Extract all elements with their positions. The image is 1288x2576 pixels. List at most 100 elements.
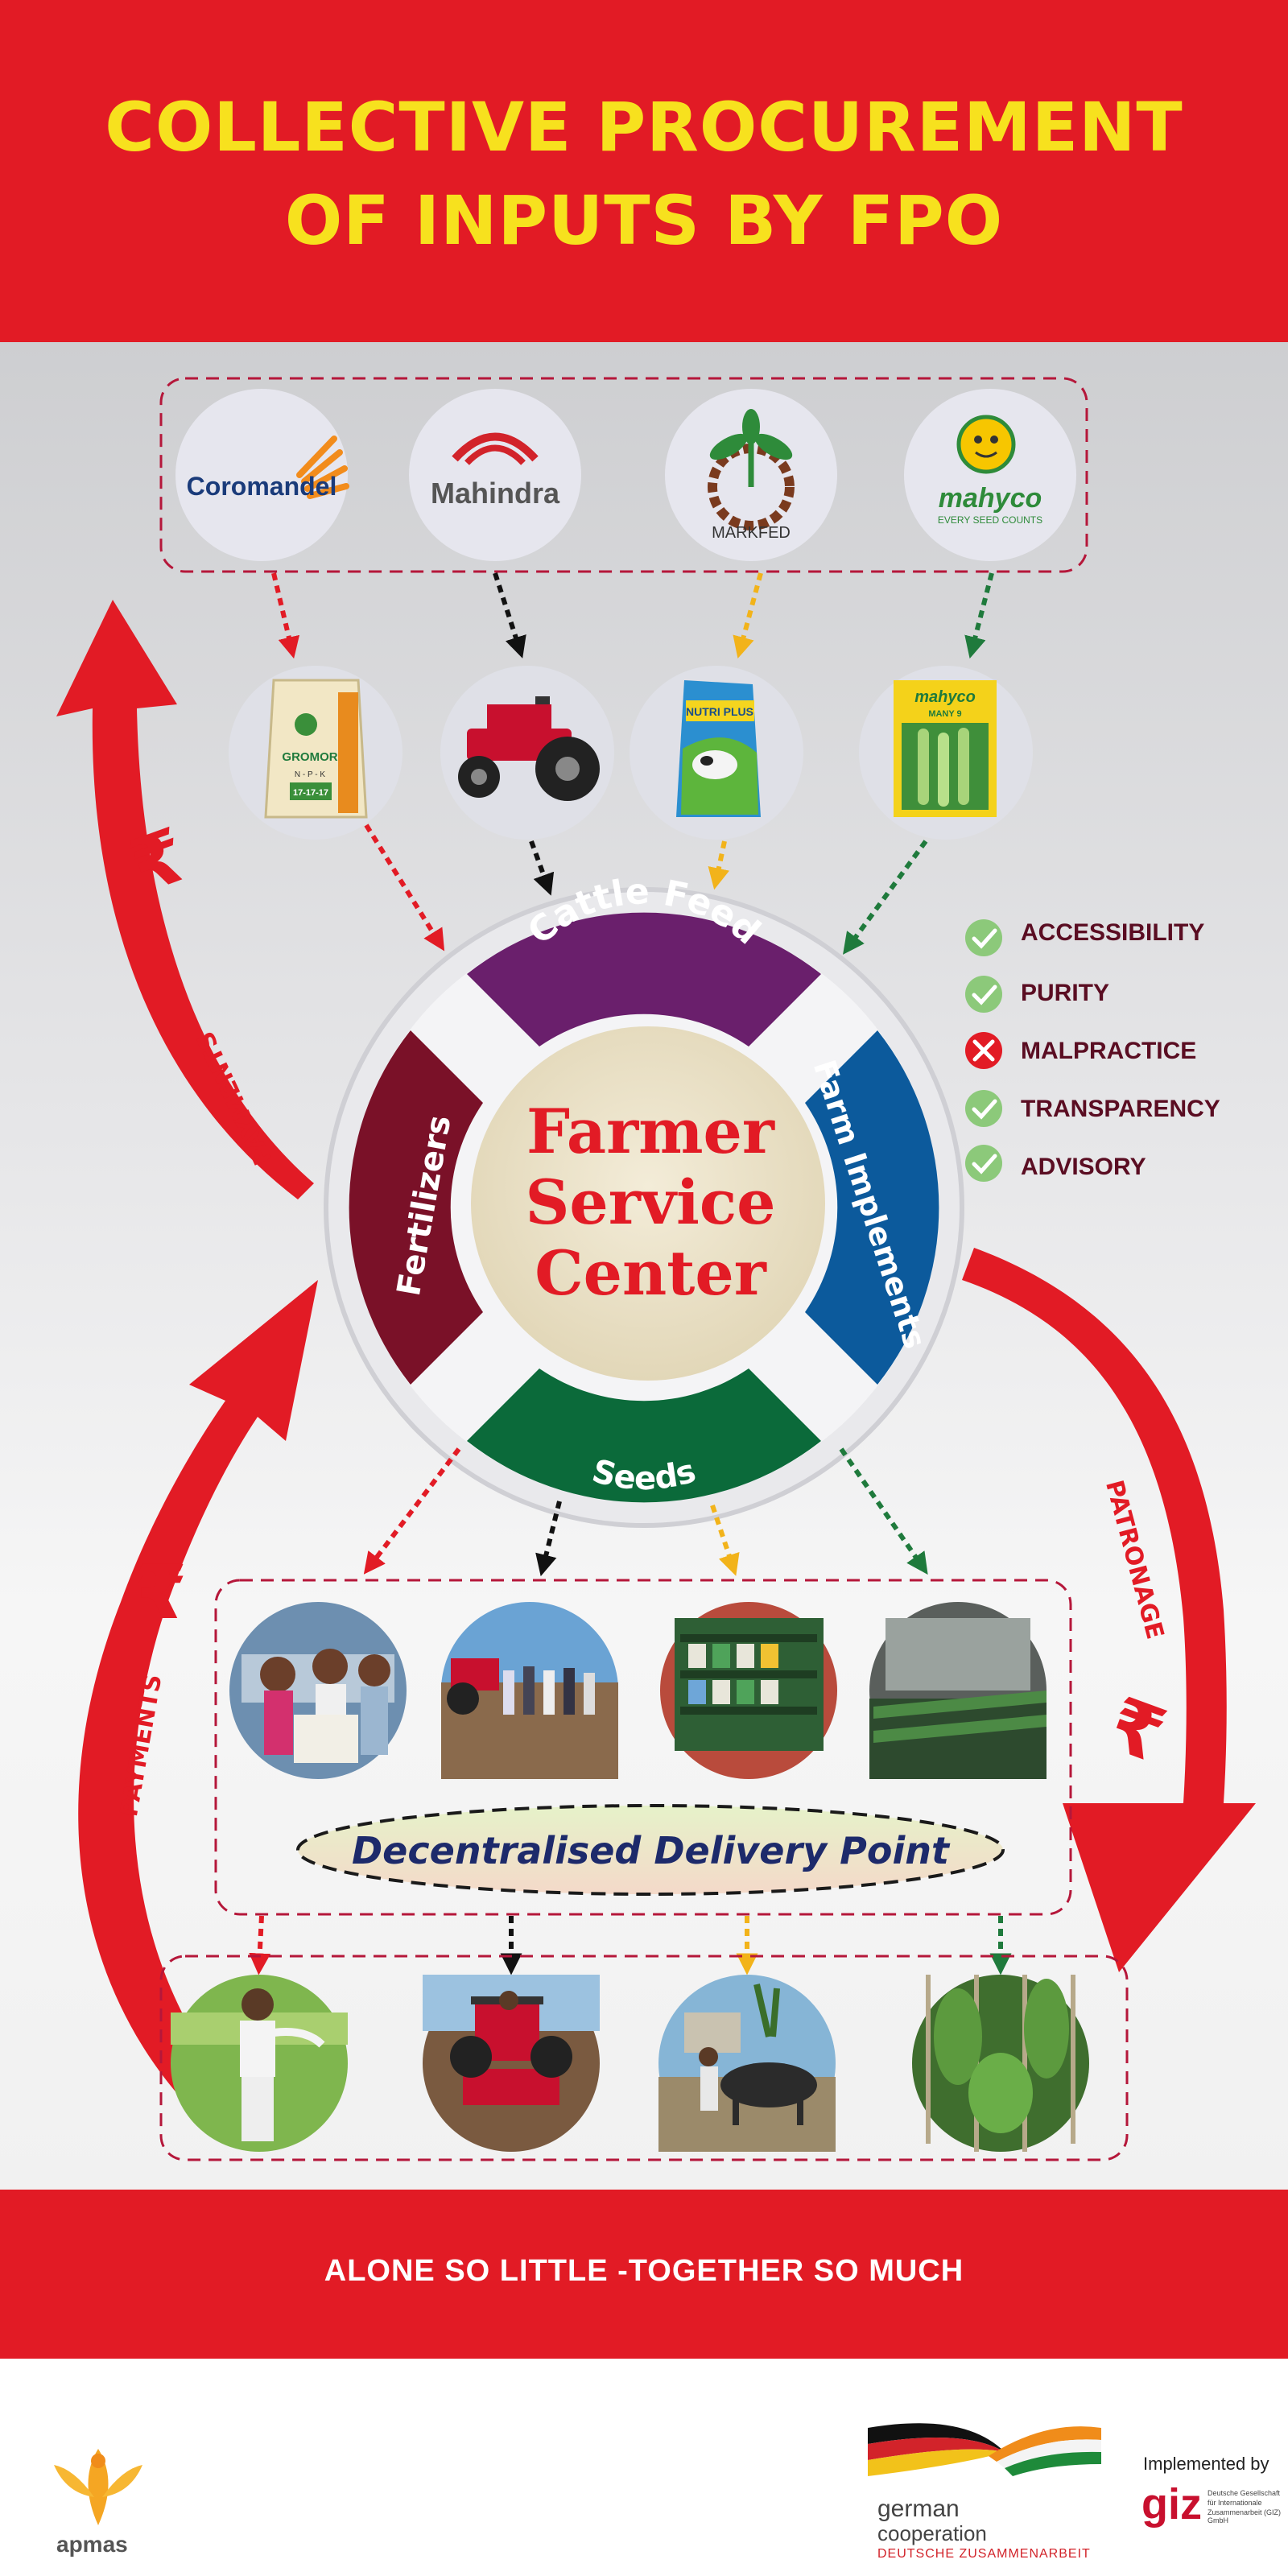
delivery-point-label: Decentralised Delivery Point bbox=[352, 1829, 951, 1872]
apmas-name: apmas bbox=[56, 2532, 128, 2557]
checklist: ACCESSIBILITY PURITY MALPRACTICE TRANSPA… bbox=[965, 919, 1220, 1182]
segment-seeds bbox=[467, 1368, 821, 1503]
farmer-photo-4 bbox=[912, 1975, 1089, 2152]
farmer-photo-1 bbox=[171, 1975, 348, 2152]
fertilizer-bag-line1: N - P - K bbox=[295, 770, 325, 779]
lower-payment-arrow bbox=[78, 1280, 318, 2145]
german-line-3: DEUTSCHE ZUSAMMENARBEIT bbox=[877, 2547, 1091, 2561]
footer-band bbox=[0, 2190, 1288, 2359]
checklist-item: TRANSPARENCY bbox=[965, 1090, 1220, 1127]
checklist-label: MALPRACTICE bbox=[1021, 1038, 1196, 1064]
checklist-item: MALPRACTICE bbox=[965, 1032, 1196, 1069]
delivery-photo-4 bbox=[869, 1602, 1046, 1779]
tractor-icon bbox=[458, 696, 600, 801]
header-band bbox=[0, 0, 1288, 342]
delivery-photo-3 bbox=[660, 1602, 837, 1779]
seed-packet-variety: MANY 9 bbox=[928, 709, 961, 719]
fertilizer-bag-icon: GROMOR N - P - K 17-17-17 bbox=[264, 679, 368, 819]
center-core bbox=[471, 1026, 825, 1381]
patronage-label: PATRONAGE bbox=[1100, 1477, 1169, 1642]
segment-fertilizers bbox=[349, 1030, 483, 1385]
checklist-item: ACCESSIBILITY bbox=[965, 919, 1204, 956]
cross-icon bbox=[972, 1039, 995, 1062]
sun-rays-logo-icon bbox=[296, 436, 349, 499]
arrow-seed-to-center bbox=[843, 840, 928, 955]
supplier-name-coromandel: Coromandel bbox=[187, 472, 337, 501]
mahindra-logo-icon bbox=[452, 432, 539, 465]
check-icon bbox=[972, 1099, 997, 1120]
arrow-center-to-delivery-3 bbox=[710, 1505, 740, 1576]
german-cooperation-flag-icon bbox=[868, 2423, 1101, 2476]
upper-payment-arrow bbox=[56, 600, 314, 1199]
check-icon bbox=[972, 1154, 997, 1174]
giz-line-2: für Internationale bbox=[1208, 2499, 1262, 2507]
farmer-photo-2 bbox=[423, 1975, 600, 2152]
feed-bag-title: NUTRI PLUS bbox=[686, 705, 753, 718]
supplier-coromandel: Coromandel bbox=[175, 389, 349, 561]
mascot-logo-icon bbox=[956, 415, 1016, 474]
arrow-fertilizer-to-center bbox=[364, 824, 445, 952]
giz-logo-text: giz bbox=[1141, 2480, 1202, 2529]
title-line-1: COLLECTIVE PROCUREMENT bbox=[105, 88, 1183, 167]
arrow-center-to-delivery-2 bbox=[535, 1501, 562, 1577]
arrow-markfed-to-feed bbox=[733, 572, 763, 659]
checklist-item: ADVISORY bbox=[965, 1145, 1146, 1182]
cattle-feed-bag-icon: NUTRI PLUS bbox=[676, 680, 761, 817]
logo-bar: apmas german cooperation DEUTSCHE ZUSAMM… bbox=[0, 2359, 1288, 2576]
arrow-tractor-to-center bbox=[529, 840, 555, 896]
product-cattle-feed: NUTRI PLUS bbox=[630, 666, 803, 840]
arrow-coromandel-to-fertilizer bbox=[271, 572, 300, 659]
farmer-group-frame bbox=[159, 1955, 1129, 2161]
rupee-lower-icon: ₹ bbox=[135, 1550, 187, 1636]
checklist-label: TRANSPARENCY bbox=[1021, 1096, 1220, 1122]
fertilizer-bag-line2: 17-17-17 bbox=[293, 788, 328, 798]
farmer-service-center: Cattle Feed Seeds Farm Implements Fertil… bbox=[324, 871, 964, 1528]
delivery-group-frame bbox=[214, 1579, 1072, 1916]
checklist-label: PURITY bbox=[1021, 980, 1109, 1006]
center-title-line-3: Center bbox=[535, 1237, 767, 1309]
supplier-group-frame bbox=[159, 377, 1088, 573]
supplier-tagline-mahyco: EVERY SEED COUNTS bbox=[938, 514, 1042, 526]
segment-farm-implements bbox=[805, 1030, 939, 1385]
segment-cattle-feed bbox=[467, 912, 821, 1046]
delivery-point-ellipse bbox=[296, 1804, 1005, 1896]
check-icon bbox=[972, 928, 997, 949]
seed-packet-icon: mahyco MANY 9 bbox=[894, 680, 997, 817]
giz-line-1: Deutsche Gesellschaft bbox=[1208, 2489, 1281, 2497]
implemented-by-label: Implemented by bbox=[1143, 2454, 1269, 2474]
patronage-arrow bbox=[962, 1248, 1256, 1972]
supplier-name-mahyco: mahyco bbox=[939, 483, 1042, 514]
german-line-2: cooperation bbox=[877, 2521, 987, 2545]
arrow-mahyco-to-seed bbox=[964, 572, 994, 659]
title-line-2: OF INPUTS BY FPO bbox=[284, 181, 1004, 260]
check-icon bbox=[972, 985, 997, 1005]
checklist-item: PURITY bbox=[965, 976, 1109, 1013]
delivery-photo-1 bbox=[229, 1602, 407, 1779]
rupee-patronage-icon: ₹ bbox=[1098, 1681, 1176, 1779]
footer-tagline: ALONE SO LITTLE -TOGETHER SO MUCH bbox=[324, 2254, 964, 2288]
supplier-mahyco: mahyco EVERY SEED COUNTS bbox=[904, 389, 1076, 561]
checklist-label: ADVISORY bbox=[1021, 1154, 1146, 1180]
arrow-center-to-delivery-1 bbox=[363, 1447, 461, 1575]
arrow-mahindra-to-tractor bbox=[493, 572, 526, 658]
apmas-logo-icon bbox=[54, 2449, 142, 2525]
arrow-feed-to-center bbox=[708, 840, 730, 890]
delivery-photo-2 bbox=[441, 1602, 618, 1779]
procurement-diagram: PAYMENTS PAYMENTS PATRONAGE ₹ ₹ ₹ Coroma… bbox=[56, 377, 1256, 2161]
supplier-name-markfed: MARKFED bbox=[712, 524, 791, 542]
arrow-center-to-delivery-4 bbox=[839, 1447, 928, 1575]
fertilizer-bag-title: GROMOR bbox=[282, 750, 337, 764]
product-fertilizer: GROMOR N - P - K 17-17-17 bbox=[229, 666, 402, 840]
product-seed: mahyco MANY 9 bbox=[859, 666, 1033, 840]
checklist-label: ACCESSIBILITY bbox=[1021, 919, 1204, 946]
farmer-photo-3 bbox=[658, 1975, 836, 2152]
supplier-mahindra: Mahindra bbox=[409, 389, 581, 561]
german-line-1: german bbox=[877, 2496, 960, 2522]
product-tractor bbox=[440, 666, 614, 840]
seed-packet-brand: mahyco bbox=[914, 688, 976, 706]
center-title-line-1: Farmer bbox=[526, 1096, 775, 1167]
giz-line-3: Zusammenarbeit (GIZ) GmbH bbox=[1208, 2508, 1282, 2524]
page-title: COLLECTIVE PROCUREMENT OF INPUTS BY FPO bbox=[0, 80, 1288, 267]
supplier-markfed: MARKFED bbox=[665, 389, 837, 561]
plant-gear-logo-icon bbox=[708, 409, 795, 530]
